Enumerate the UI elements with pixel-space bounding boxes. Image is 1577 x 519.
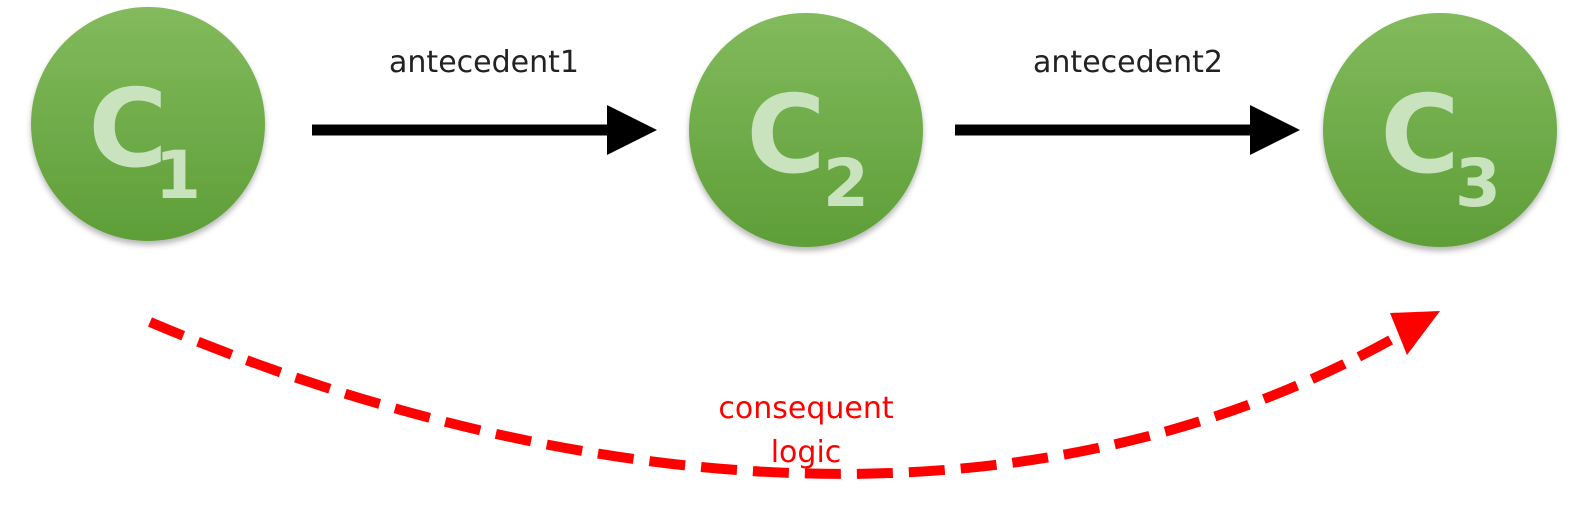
edge-antecedent2-arrowhead	[1250, 105, 1300, 155]
edge-antecedent2-label: antecedent2	[1033, 45, 1223, 80]
edge-antecedent1-arrowhead	[607, 105, 657, 155]
node-c2: C 2	[689, 13, 923, 247]
node-c3-circle	[1323, 13, 1557, 247]
node-c1-circle	[31, 7, 265, 241]
node-c3: C 3	[1323, 13, 1557, 247]
consequent-arrow: consequent logic	[148, 311, 1440, 479]
node-c1: C 1	[31, 7, 265, 241]
node-c2-subscript: 2	[823, 145, 869, 222]
node-c3-subscript: 3	[1455, 145, 1501, 222]
consequent-label-line1: consequent	[718, 391, 893, 426]
node-c2-circle	[689, 13, 923, 247]
consequent-arrow-curve	[148, 317, 1399, 479]
node-c1-subscript: 1	[155, 137, 201, 214]
edge-antecedent2: antecedent2	[955, 45, 1300, 155]
node-c1-letter: C	[88, 67, 167, 192]
node-c2-letter: C	[746, 73, 825, 198]
consequent-arrowhead	[1390, 311, 1440, 355]
node-c3-letter: C	[1380, 73, 1459, 198]
consequent-label-line2: logic	[771, 435, 842, 470]
edge-antecedent1-label: antecedent1	[389, 45, 579, 80]
edge-antecedent1: antecedent1	[312, 45, 657, 155]
